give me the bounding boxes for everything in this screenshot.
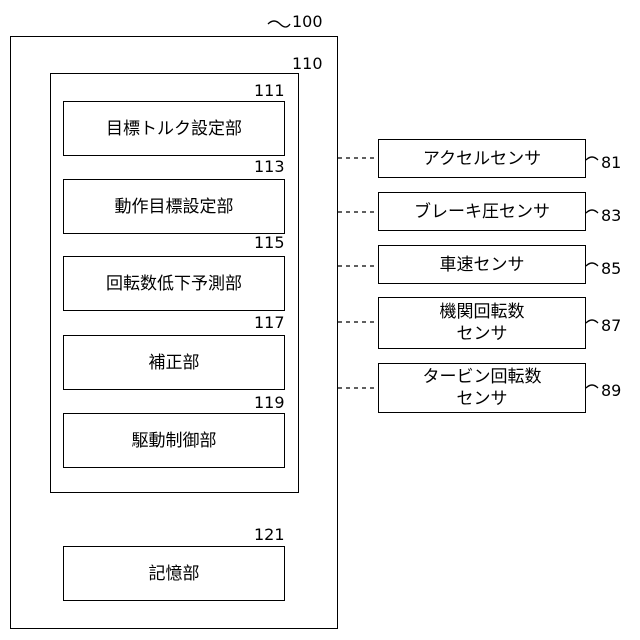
leader-89 — [586, 385, 598, 388]
ref-83: 83 — [601, 207, 621, 225]
sensor-label-87: 機関回転数 センサ — [378, 297, 586, 349]
sensor-label-89: タービン回転数 センサ — [378, 363, 586, 413]
ref-85: 85 — [601, 260, 621, 278]
sensor-label-81: アクセルセンサ — [378, 139, 586, 178]
storage-label-121: 記憶部 — [63, 546, 285, 601]
sensor-label-85: 車速センサ — [378, 245, 586, 284]
module-label-115: 回転数低下予測部 — [63, 256, 285, 311]
leader-81 — [586, 157, 598, 160]
module-label-119: 駆動制御部 — [63, 413, 285, 468]
module-label-113: 動作目標設定部 — [63, 179, 285, 234]
ref-119: 119 — [254, 394, 285, 412]
ref-117: 117 — [254, 314, 285, 332]
ref-100: 100 — [292, 13, 323, 31]
ref-81: 81 — [601, 154, 621, 172]
ref-110: 110 — [292, 55, 323, 73]
sensor-label-83: ブレーキ圧センサ — [378, 192, 586, 231]
leader-85 — [586, 263, 598, 266]
leader-83 — [586, 210, 598, 213]
module-label-117: 補正部 — [63, 335, 285, 390]
ref-115: 115 — [254, 234, 285, 252]
ref-121: 121 — [254, 526, 285, 544]
ref-111: 111 — [254, 82, 285, 100]
ref-87: 87 — [601, 317, 621, 335]
leader-100 — [268, 21, 290, 27]
ref-113: 113 — [254, 158, 285, 176]
leader-87 — [586, 320, 598, 323]
ref-89: 89 — [601, 382, 621, 400]
module-label-111: 目標トルク設定部 — [63, 101, 285, 156]
